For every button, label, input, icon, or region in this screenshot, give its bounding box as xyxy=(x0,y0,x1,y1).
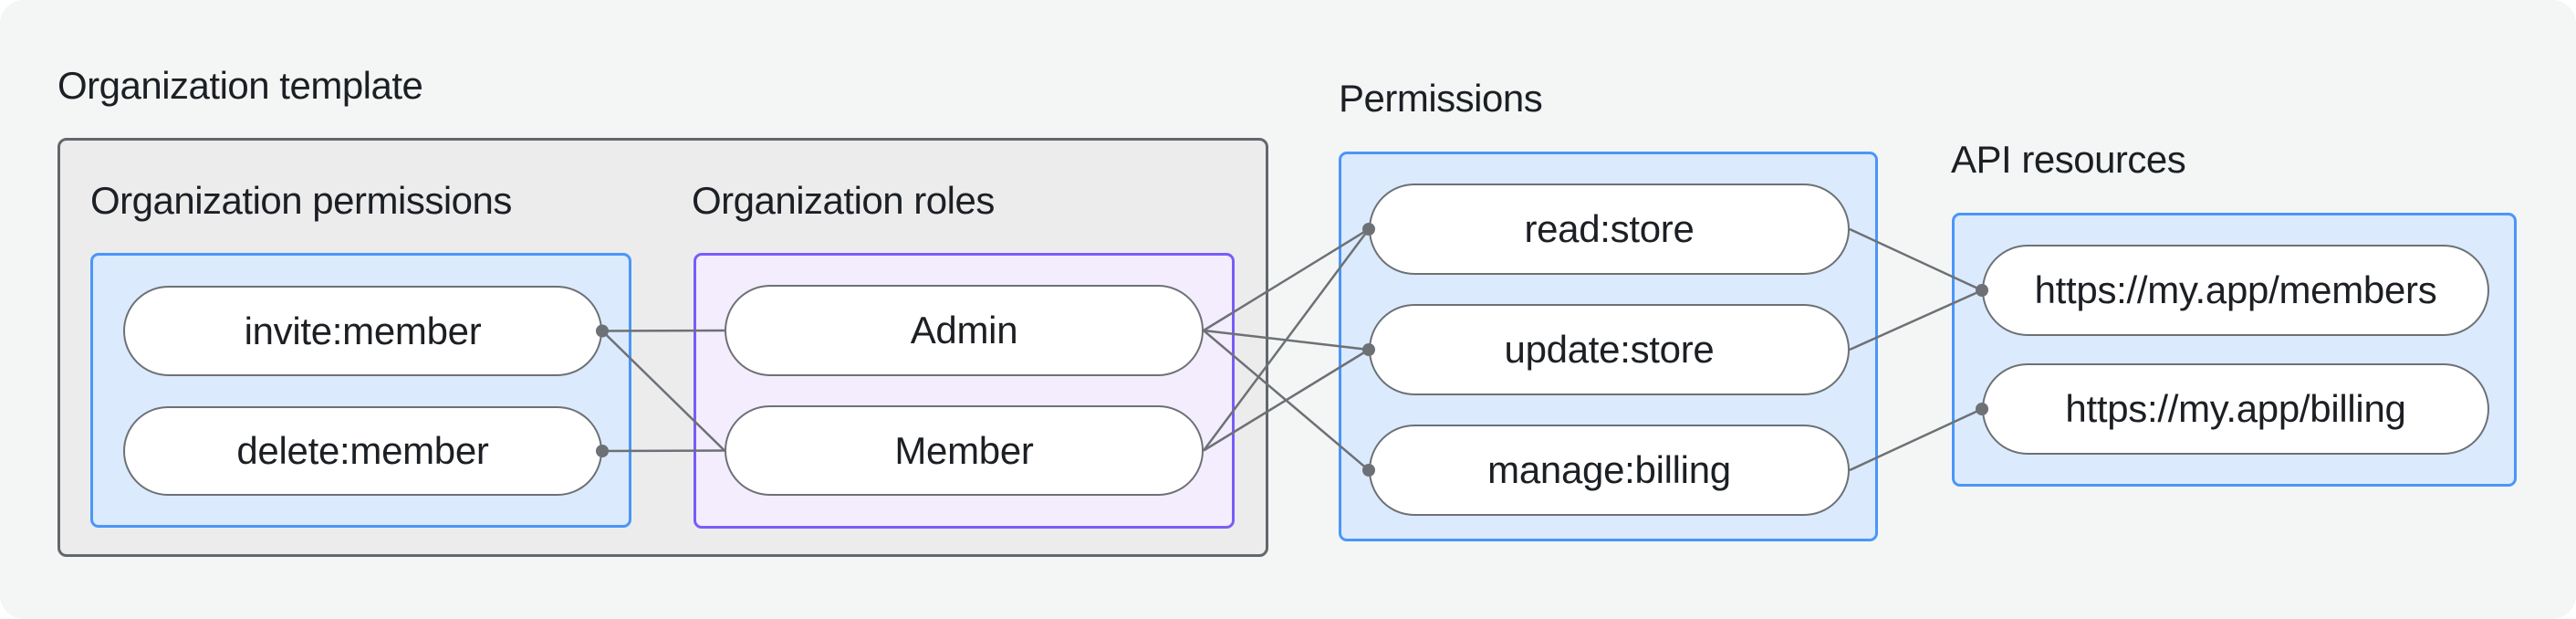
node-api-members-label: https://my.app/members xyxy=(2034,268,2437,311)
org-permissions-title: Organization permissions xyxy=(90,179,512,222)
node-member: Member xyxy=(725,405,1204,496)
node-admin: Admin xyxy=(725,285,1204,376)
node-api-members: https://my.app/members xyxy=(1982,245,2489,336)
node-update-store-label: update:store xyxy=(1504,328,1715,371)
node-manage-billing-label: manage:billing xyxy=(1487,448,1731,491)
node-api-billing: https://my.app/billing xyxy=(1982,363,2489,455)
org-roles-title: Organization roles xyxy=(692,179,995,222)
permissions-title: Permissions xyxy=(1339,77,1543,120)
node-invite-member: invite:member xyxy=(123,286,602,376)
org-template-title: Organization template xyxy=(57,64,423,107)
node-delete-member: delete:member xyxy=(123,406,602,496)
api-resources-title: API resources xyxy=(1951,138,2186,181)
node-manage-billing: manage:billing xyxy=(1369,425,1850,516)
node-admin-label: Admin xyxy=(910,309,1018,351)
node-update-store: update:store xyxy=(1369,304,1850,395)
node-api-billing-label: https://my.app/billing xyxy=(2065,387,2406,430)
node-read-store: read:store xyxy=(1369,184,1850,275)
node-read-store-label: read:store xyxy=(1524,207,1695,250)
node-invite-member-label: invite:member xyxy=(244,309,482,352)
node-delete-member-label: delete:member xyxy=(236,429,489,472)
node-member-label: Member xyxy=(894,428,1034,472)
